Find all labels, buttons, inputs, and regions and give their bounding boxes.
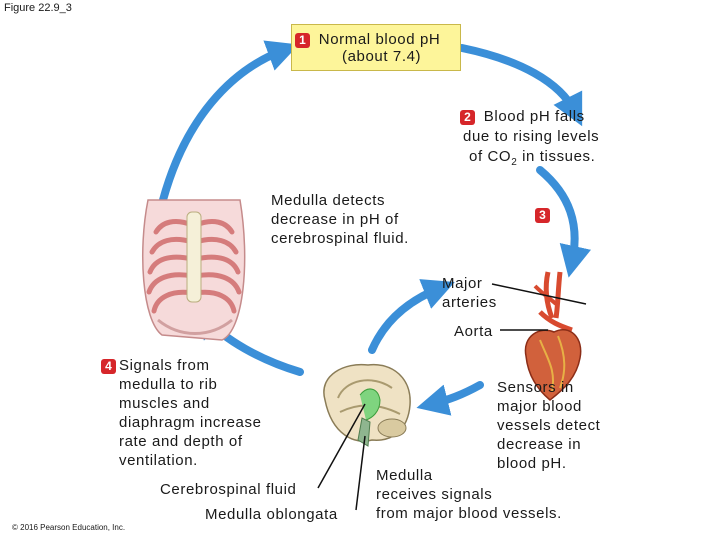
step-1-line1: 1 Normal blood pH: [295, 30, 440, 49]
step-2-line2: due to rising levels: [463, 128, 600, 145]
aorta-label: Aorta: [454, 323, 493, 340]
heart-illustration: [524, 271, 582, 401]
medulla-oblongata-leader: [355, 435, 366, 511]
arrow-ribcage-to-1: [159, 40, 300, 204]
step-3-badge-wrap: 3: [535, 206, 550, 224]
step-2-line1: 2 Blood pH falls: [460, 107, 585, 126]
step-1-badge: 1: [295, 33, 310, 48]
medulla-detects-text: Medulla detects decrease in pH of cerebr…: [271, 192, 409, 247]
medulla-oblongata-label: Medulla oblongata: [205, 506, 338, 523]
arrow-2-to-3: [536, 166, 592, 278]
arrow-1-to-2: [458, 44, 583, 127]
arrow-medulla-to-aorta: [368, 279, 455, 354]
brain-illustration: [323, 363, 411, 447]
step-1-line2: (about 7.4): [342, 48, 422, 65]
major-arteries-leader: [491, 283, 587, 305]
step-3-badge: 3: [535, 208, 550, 223]
figure-label: Figure 22.9_3: [4, 2, 72, 14]
sensors-text: Sensors in major blood vessels detect de…: [497, 379, 601, 472]
csf-label: Cerebrospinal fluid: [160, 481, 297, 498]
rib-cage-illustration: [142, 199, 246, 341]
step-4-badge: 4: [101, 359, 116, 374]
step-1-box: [291, 24, 461, 71]
arrow-sensors-to-medulla: [416, 381, 484, 416]
medulla-receives-text: Medulla receives signals from major bloo…: [376, 467, 562, 522]
major-arteries-label: Major arteries: [442, 275, 497, 311]
step-2-line3: of CO2 in tissues.: [469, 148, 596, 168]
step-2-badge: 2: [460, 110, 475, 125]
csf-leader: [317, 403, 366, 489]
copyright-notice: © 2016 Pearson Education, Inc.: [12, 523, 126, 532]
